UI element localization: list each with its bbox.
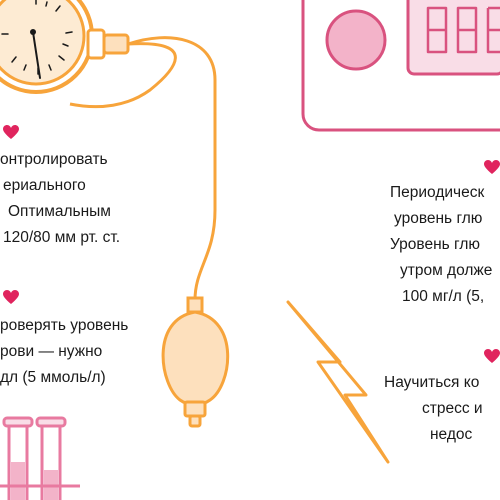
tip-line: ериального [3,177,86,194]
heart-icon [484,349,500,363]
tip-glucose-right: Периодическ уровень глю Уровень глю утро… [390,180,492,310]
tip-glucose-left: роверять уровень рови — нужно дл (5 ммол… [0,313,128,391]
tip-line: Оптимальным [8,203,111,220]
tip-line: дл (5 ммоль/л) [0,369,106,386]
tip-line: Научиться ко [384,374,480,391]
tip-line: 100 мг/л (5, [402,288,485,305]
heart-icon [3,125,19,139]
tip-stress: Научиться ко стресс и недос [384,370,483,448]
tonometer-icon [0,0,230,428]
glucometer-icon [301,0,500,132]
heart-icon [3,290,19,304]
tip-line: рови — нужно [0,343,103,360]
tip-line: онтролировать [0,151,108,168]
tip-line: 120/80 мм рт. ст. [3,229,121,246]
heart-icon [484,160,500,174]
test-tubes-icon [0,416,80,500]
tip-line: стресс и [422,400,483,417]
tip-line: Периодическ [390,184,485,201]
tip-line: Уровень глю [390,236,480,253]
lightning-icon [286,300,390,464]
tip-line: утром долже [400,262,493,279]
tip-pressure: онтролировать ериального Оптимальным 120… [0,147,120,251]
tip-line: недос [430,426,473,443]
tip-line: уровень глю [394,210,483,227]
tip-line: роверять уровень [0,317,129,334]
